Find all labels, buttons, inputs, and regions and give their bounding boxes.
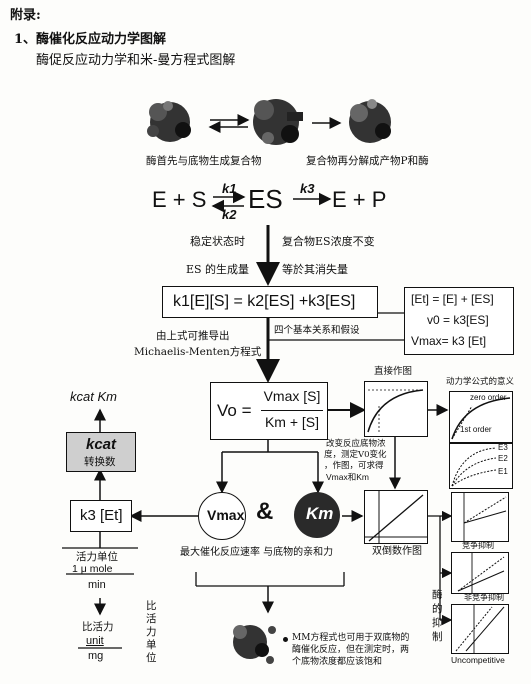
direct-plot — [364, 381, 428, 437]
uncompetitive-plot — [451, 604, 509, 654]
activity-unit-label: 活力单位 — [76, 551, 118, 563]
km-circle: Km — [294, 492, 340, 538]
caption-left: 酶首先与底物生成复合物 — [146, 155, 262, 167]
reaction-left: E + S — [152, 187, 207, 212]
bottom-enzyme-molecule — [233, 625, 276, 664]
measure-note-1: 改变反应底物浓 — [326, 439, 386, 449]
noncompetitive-label: 非竞争抑制 — [464, 593, 504, 602]
section-title: 1、酶催化反应动力学图解 — [14, 32, 167, 47]
e3-label: E3 — [498, 443, 508, 452]
double-reciprocal-label: 双倒数作图 — [372, 546, 422, 557]
order-plot: zero order 1st order — [449, 391, 513, 443]
steady-left-2: ES 的生成量 — [186, 263, 250, 276]
k3-et-value: k3 [Et] — [80, 507, 123, 524]
umole-label: 1 μ mole — [72, 563, 113, 575]
derive-line-1: 由上式可推导出 — [156, 330, 230, 342]
kcat-box: kcat 转换数 — [66, 432, 136, 472]
competitive-label: 竞争抑制 — [462, 541, 494, 550]
mg-label: mg — [88, 650, 104, 662]
e2-label: E2 — [498, 454, 508, 463]
noncompetitive-plot — [451, 552, 509, 594]
km-circle-label: Km — [306, 504, 334, 523]
enzyme-product-molecule — [349, 99, 391, 143]
michaelis-menten-box: Vo = Vmax [S] Km + [S] — [210, 382, 328, 440]
vmax-circle-label: Vmax — [207, 507, 245, 523]
bottom-note-3: 个底物浓度都应该饱和 — [292, 657, 383, 667]
bottom-note-1: MM方程式也可用于双底物的 — [292, 633, 410, 643]
specific-activity-label: 比活力 — [82, 621, 114, 633]
enzyme-substrate-molecule — [147, 101, 191, 142]
e1-label: E1 — [498, 467, 508, 476]
mm-numerator: Vmax [S] — [263, 388, 321, 404]
steady-state-equation-box: k1[E][S] = k2[ES] +k3[ES] — [162, 286, 378, 318]
steady-right-2: 等於其消失量 — [282, 263, 348, 276]
section-subtitle: 酶促反应动力学和米-曼方程式图解 — [36, 53, 236, 68]
zero-order-label: zero order — [470, 393, 507, 402]
vmax-circle: Vmax — [198, 492, 246, 540]
unit-label: unit — [86, 635, 104, 647]
competitive-plot — [451, 492, 509, 542]
mm-fraction-bar — [261, 410, 323, 411]
kcat-km-label: kcat Km — [70, 389, 117, 404]
uncompetitive-label: Uncompetitive — [451, 655, 505, 665]
bottom-caption: 最大催化反应速率 与底物的亲和力 — [180, 547, 334, 558]
reaction-right: E + P — [332, 187, 387, 212]
enzyme-complex-molecule — [253, 99, 303, 145]
relation-v0: v0 = k3[ES] — [427, 313, 489, 327]
reaction-es: ES — [248, 184, 283, 214]
steady-right-1: 复合物ES浓度不变 — [282, 235, 375, 248]
mm-lhs: Vo = — [217, 401, 252, 420]
kcat-value: kcat — [86, 436, 117, 453]
relations-box: [Et] = [E] + [ES] v0 = k3[ES] Vmax= k3 [… — [404, 287, 514, 355]
bottom-note-2: 酶催化反应，但在测定时，两 — [292, 645, 410, 655]
meaning-title: 动力学公式的意义 — [446, 377, 515, 387]
appendix-label: 附录: — [10, 8, 41, 23]
caption-right: 复合物再分解成产物P和酶 — [306, 155, 429, 167]
bullet-dot — [283, 637, 288, 642]
specific-unit-vertical: 比活力单位 — [146, 600, 157, 664]
measure-note-4: Vmax和Km — [326, 472, 369, 482]
steady-state-equation: k1[E][S] = k2[ES] +k3[ES] — [173, 293, 356, 310]
rate-k2: k2 — [222, 207, 237, 222]
min-label: min — [88, 579, 106, 591]
double-reciprocal-plot — [364, 490, 428, 544]
rate-k3: k3 — [300, 181, 315, 196]
k3-et-box: k3 [Et] — [70, 500, 132, 532]
relation-et: [Et] = [E] + [ES] — [411, 292, 494, 306]
first-order-label: 1st order — [460, 425, 492, 434]
measure-note-2: 度，测定V0变化 — [324, 450, 387, 460]
direct-plot-title: 直接作图 — [374, 366, 413, 377]
ampersand: & — [256, 498, 274, 525]
measure-note-3: ，作图，可求得 — [324, 461, 384, 471]
enzyme-concentration-plot: E3 E2 E1 — [449, 443, 513, 489]
derive-line-2: Michaelis-Menten方程式 — [134, 346, 262, 358]
rate-k1: k1 — [222, 181, 237, 196]
relations-label: 四个基本关系和假设 — [274, 325, 360, 336]
turnover-label: 转换数 — [84, 456, 116, 468]
relation-vmax: Vmax= k3 [Et] — [411, 334, 487, 348]
inhibition-vertical: 酶的抑制 — [432, 589, 443, 643]
steady-left-1: 稳定状态时 — [190, 235, 245, 248]
mm-denominator: Km + [S] — [264, 414, 320, 430]
